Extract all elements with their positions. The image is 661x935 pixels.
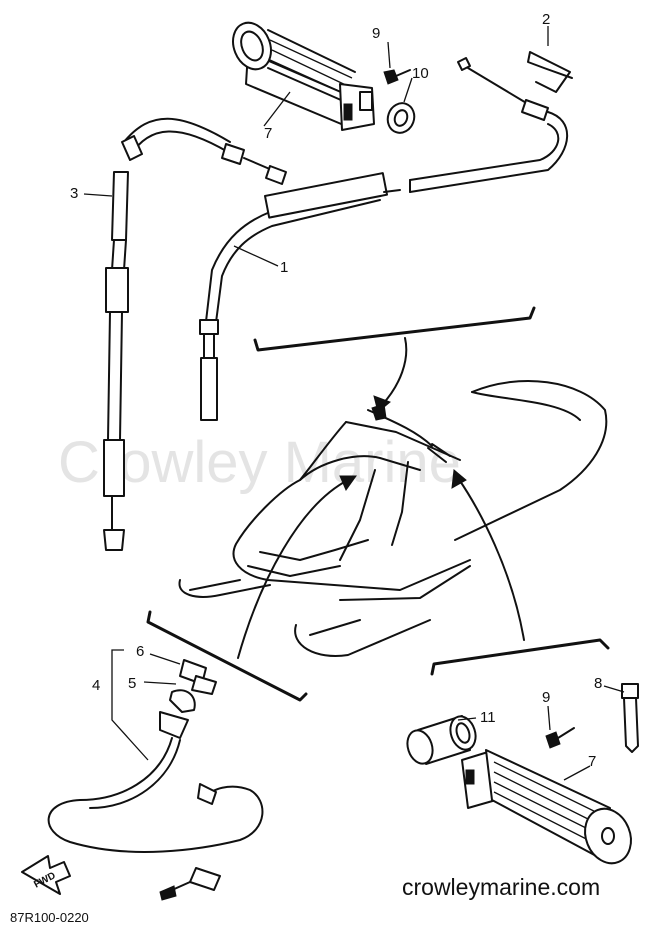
callout-2: 2 [542, 11, 550, 28]
callouts: 9 10 2 7 3 1 6 4 5 8 9 11 7 [70, 11, 602, 770]
part-tie-strap [621, 683, 639, 753]
callout-8: 8 [594, 675, 602, 692]
callout-9-bottom: 9 [542, 689, 550, 706]
callout-5: 5 [128, 675, 136, 692]
part-bolt-top [383, 69, 411, 85]
leader-lines [83, 26, 625, 781]
callout-1: 1 [280, 259, 288, 276]
snowmobile-outline [178, 380, 608, 657]
callout-11: 11 [480, 709, 496, 726]
arrow-top [381, 337, 408, 406]
callout-9-top: 9 [372, 25, 380, 42]
part-spacer-ring [406, 715, 477, 765]
callout-7-bottom: 7 [588, 753, 596, 770]
part-grip-top [232, 21, 375, 131]
part-grip-bottom [461, 749, 632, 865]
part-bolt-bottom [545, 727, 575, 749]
arrow-left [237, 479, 349, 659]
callout-3: 3 [70, 185, 78, 202]
callout-7-top: 7 [264, 125, 272, 142]
part-clip [527, 51, 573, 93]
part-washer [386, 102, 416, 134]
part-tach-cable [47, 659, 264, 901]
bracket-left [146, 610, 308, 702]
bracket-top [253, 306, 536, 352]
bracket-right [430, 638, 610, 676]
callout-6: 6 [136, 643, 144, 660]
callout-4: 4 [92, 677, 100, 694]
site-footer-text: crowleymarine.com [402, 874, 600, 900]
fwd-arrow-icon: FWD [21, 855, 71, 895]
arrow-right [457, 477, 525, 641]
part-brake-cable [103, 117, 287, 551]
diagram-code: 87R100-0220 [10, 910, 89, 925]
callout-10: 10 [412, 65, 429, 82]
part-throttle-cable [199, 57, 569, 421]
